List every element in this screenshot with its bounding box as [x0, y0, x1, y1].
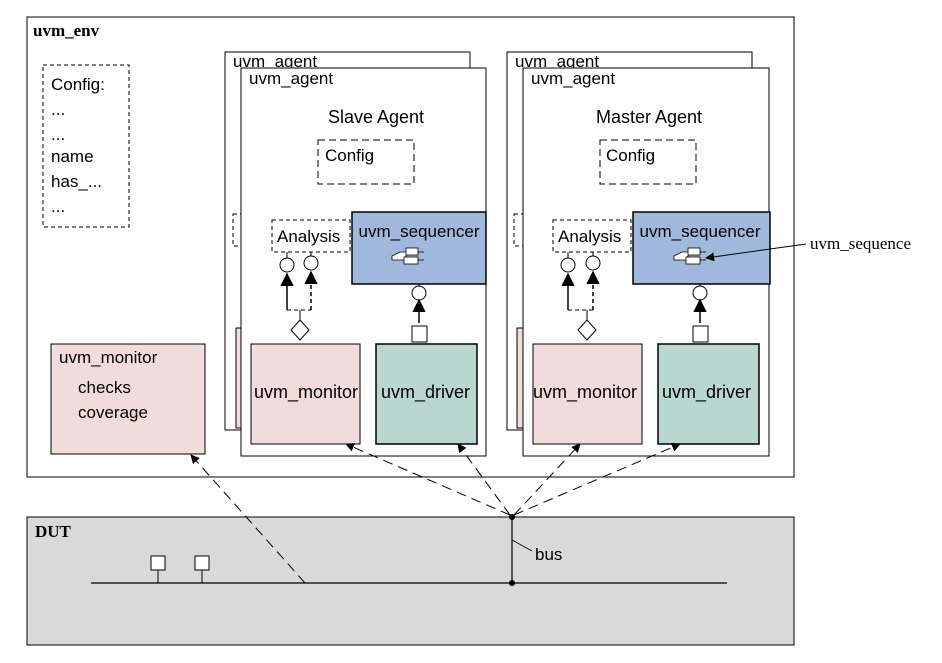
slave-driver-label: uvm_driver	[381, 382, 470, 403]
slave-seq-export	[411, 285, 427, 301]
bus-to-env-monitor	[190, 454, 306, 584]
master-sequence-icon	[673, 247, 706, 265]
master-monitor-label: uvm_monitor	[533, 382, 637, 403]
bus-label-leader	[511, 539, 533, 552]
master-agent-role: Master Agent	[596, 107, 702, 127]
slave-agent-title: uvm_agent	[249, 69, 333, 88]
env-monitor-checks: checks	[78, 378, 131, 397]
master-agent-group: uvm_agent An uvm_agent Master Agent Conf…	[506, 51, 771, 457]
master-analysis-export-1	[560, 257, 576, 273]
master-agent-title: uvm_agent	[531, 69, 615, 88]
slave-config-box	[317, 139, 415, 185]
slave-monitor-box	[250, 343, 361, 445]
slave-monitor-analysis-port	[290, 319, 310, 341]
slave-driver-box	[375, 343, 478, 445]
master-sequencer-label: uvm_sequencer	[640, 222, 761, 241]
env-config-line-4: has_...	[51, 172, 102, 191]
master-config-label: Config	[606, 146, 655, 165]
master-analysis-box	[552, 219, 632, 253]
bus-to-master-driver	[513, 443, 681, 516]
master-agent-back-title: uvm_agent	[515, 52, 599, 71]
dut-box	[26, 516, 795, 646]
slave-analysis-export-1	[279, 257, 295, 273]
master-sequencer-box	[632, 211, 771, 285]
master-monitor-analysis-port	[577, 319, 597, 341]
env-monitor-title: uvm_monitor	[59, 348, 158, 367]
master-driver-label: uvm_driver	[662, 382, 751, 403]
master-analysis-export-2	[585, 255, 601, 271]
sequence-callout-label: uvm_sequence	[810, 234, 911, 253]
dut-port-1	[150, 555, 166, 571]
env-config-line-0: Config:	[51, 75, 105, 94]
bus-to-slave-driver	[457, 443, 511, 516]
slave-sequencer-label: uvm_sequencer	[359, 222, 480, 241]
slave-agent-back-title: uvm_agent	[233, 52, 317, 71]
master-monitor-box	[532, 343, 643, 445]
bus-junction-bottom	[509, 580, 515, 586]
dut-title: DUT	[35, 522, 72, 541]
bus-to-slave-monitor	[345, 443, 511, 516]
env-config-line-2: ...	[51, 125, 65, 144]
env-monitor-coverage: coverage	[78, 403, 148, 422]
slave-sequence-icon	[391, 247, 424, 265]
slave-analysis-export-2	[303, 255, 319, 271]
sequence-callout-arrow	[705, 243, 807, 262]
bus-to-master-monitor	[513, 443, 581, 516]
master-config-box	[599, 139, 697, 185]
dut-port-2	[194, 555, 210, 571]
slave-config-label: Config	[325, 146, 374, 165]
env-title: uvm_env	[33, 21, 100, 40]
env-config-line-5: ...	[51, 197, 65, 216]
env-config-line-1: ...	[51, 100, 65, 119]
env-monitor-box	[50, 343, 206, 455]
master-driver-port	[692, 325, 709, 343]
bus-connections	[190, 443, 681, 584]
slave-sequencer-box	[351, 211, 487, 285]
master-seq-export	[692, 285, 708, 301]
master-analysis-label: Analysis	[558, 227, 621, 246]
slave-monitor-label: uvm_monitor	[254, 382, 358, 403]
bus-label: bus	[535, 545, 562, 564]
env-config-box	[42, 64, 130, 228]
bus-junction-top	[509, 514, 515, 520]
master-driver-box	[657, 343, 760, 445]
slave-analysis-box	[271, 219, 351, 253]
slave-analysis-label: Analysis	[277, 227, 340, 246]
slave-agent-role: Slave Agent	[328, 107, 424, 127]
env-config-line-3: name	[51, 147, 94, 166]
slave-driver-port	[411, 325, 428, 343]
slave-agent-group: uvm_agent An uvm_agent Slave Agent Confi…	[224, 51, 487, 457]
